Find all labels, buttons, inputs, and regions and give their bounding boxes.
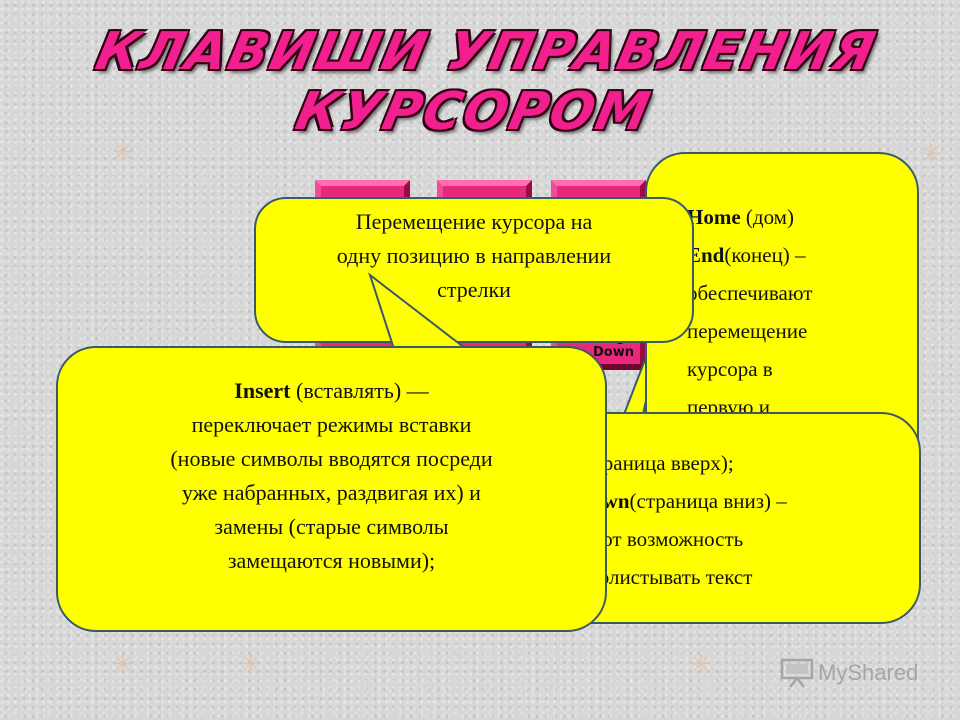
callout-insert: Insert (вставлять) — переключает режимы … [56, 346, 607, 632]
callout-arrow-keys: Перемещение курсора на одну позицию в на… [254, 197, 694, 343]
star-decoration-icon: ✳ [690, 650, 712, 680]
star-decoration-icon: ✳ [112, 650, 134, 680]
star-decoration-icon: ✳ [112, 138, 134, 168]
insert-callout-tail [368, 272, 473, 353]
presentation-board-icon [780, 658, 814, 688]
watermark-logo: MyShared [780, 658, 918, 688]
star-decoration-icon: ✳ [920, 140, 942, 170]
watermark-text: MyShared [818, 660, 919, 685]
star-decoration-icon: ✳ [240, 650, 262, 680]
